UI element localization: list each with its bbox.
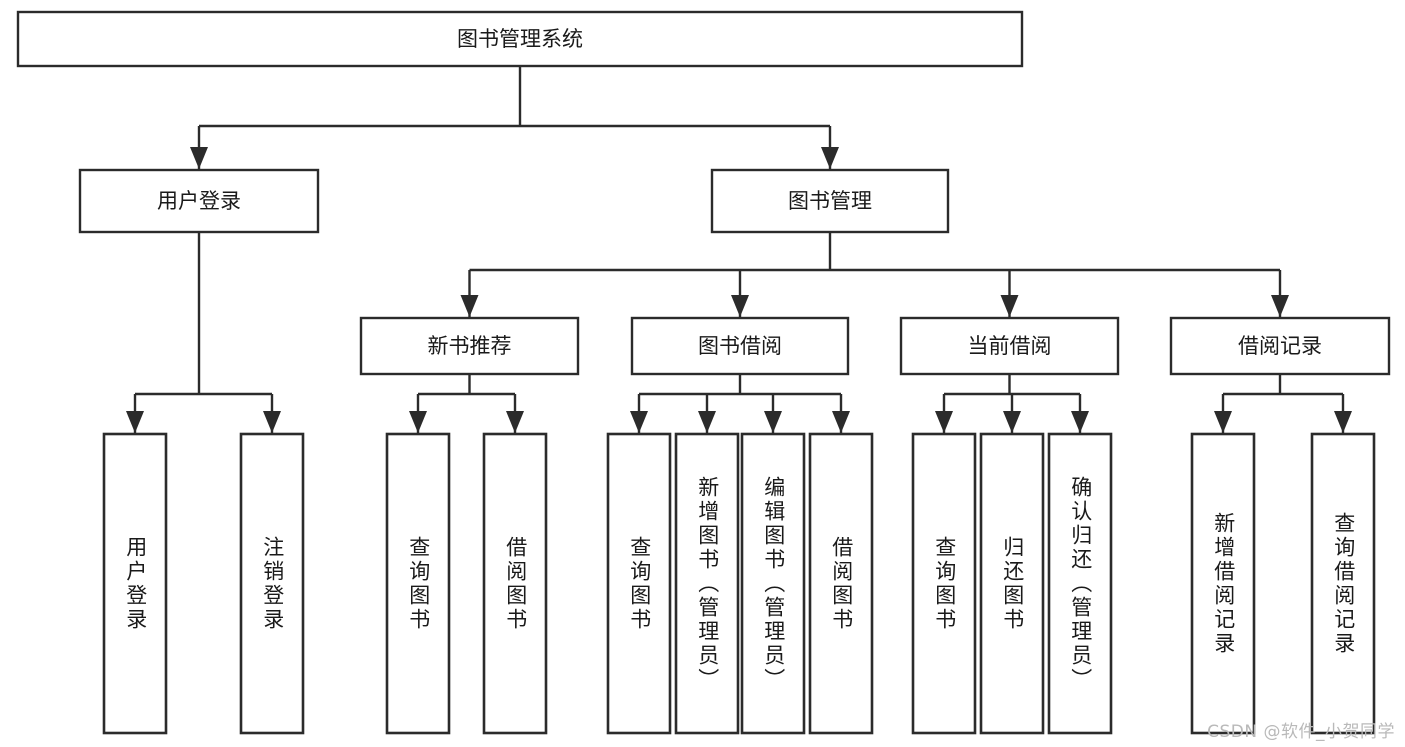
leaf-leaf-logout-login[interactable] — [239, 432, 305, 735]
leaf-leaf-confirm-return[interactable] — [1047, 432, 1113, 735]
connector-layer — [133, 66, 1345, 433]
leaf-leaf-borrow-book-2[interactable] — [808, 432, 874, 735]
arrow-head-icon-leaf-logout-login — [263, 411, 281, 433]
arrow-head-icon-current-borrow — [1000, 295, 1019, 317]
node-book-borrow[interactable] — [630, 316, 850, 376]
arrowhead-layer — [126, 147, 1352, 433]
arrow-head-icon-borrow-record — [1271, 295, 1289, 317]
arrow-head-icon-leaf-query-book-3 — [935, 411, 953, 433]
node-label-user-login: 用户登录 — [157, 189, 241, 213]
node-label-current-borrow: 当前借阅 — [968, 334, 1052, 358]
node-label-new-book-recommend: 新书推荐 — [428, 334, 512, 358]
node-current-borrow[interactable] — [899, 316, 1120, 376]
leaf-leaf-query-book-3[interactable] — [911, 432, 977, 735]
arrow-head-icon-user-login — [190, 147, 208, 169]
arrow-head-icon-leaf-query-book-1 — [409, 411, 427, 433]
title-box[interactable] — [16, 10, 1024, 68]
node-borrow-record[interactable] — [1169, 316, 1391, 376]
leaf-leaf-user-login[interactable] — [102, 432, 168, 735]
arrow-head-icon-leaf-add-record — [1214, 411, 1232, 433]
leaf-leaf-add-book[interactable] — [674, 432, 740, 735]
arrow-head-icon-leaf-user-login — [126, 411, 144, 433]
arrow-head-icon-leaf-query-book-2 — [630, 411, 648, 433]
node-label-borrow-record: 借阅记录 — [1238, 334, 1322, 358]
arrow-head-icon-leaf-borrow-book-1 — [506, 411, 524, 433]
arrow-head-icon-leaf-add-book — [698, 411, 716, 433]
box-layer — [16, 10, 1391, 735]
leaf-leaf-query-record[interactable] — [1310, 432, 1376, 735]
arrow-head-icon-new-book-recommend — [460, 295, 479, 317]
arrow-head-icon-leaf-query-record — [1334, 411, 1352, 433]
node-new-book-recommend[interactable] — [359, 316, 580, 376]
arrow-head-icon-book-borrow — [731, 295, 749, 317]
arrow-head-icon-leaf-edit-book — [764, 411, 782, 433]
node-book-manage[interactable] — [710, 168, 950, 234]
leaf-leaf-return-book[interactable] — [979, 432, 1045, 735]
leaf-leaf-add-record[interactable] — [1190, 432, 1256, 735]
leaf-leaf-borrow-book-1[interactable] — [482, 432, 548, 735]
arrow-head-icon-leaf-return-book — [1003, 411, 1021, 433]
node-user-login[interactable] — [78, 168, 320, 234]
arrow-head-icon-book-manage — [821, 147, 839, 169]
node-label-book-borrow: 图书借阅 — [698, 334, 782, 358]
leaf-leaf-edit-book[interactable] — [740, 432, 806, 735]
leaf-leaf-query-book-1[interactable] — [385, 432, 451, 735]
watermark: CSDN @软件_小贺同学 — [1207, 722, 1395, 742]
node-label-book-manage: 图书管理 — [788, 189, 872, 213]
title-label: 图书管理系统 — [457, 27, 583, 51]
leaf-leaf-query-book-2[interactable] — [606, 432, 672, 735]
arrow-head-icon-leaf-confirm-return — [1071, 411, 1089, 433]
arrow-head-icon-leaf-borrow-book-2 — [832, 411, 850, 433]
